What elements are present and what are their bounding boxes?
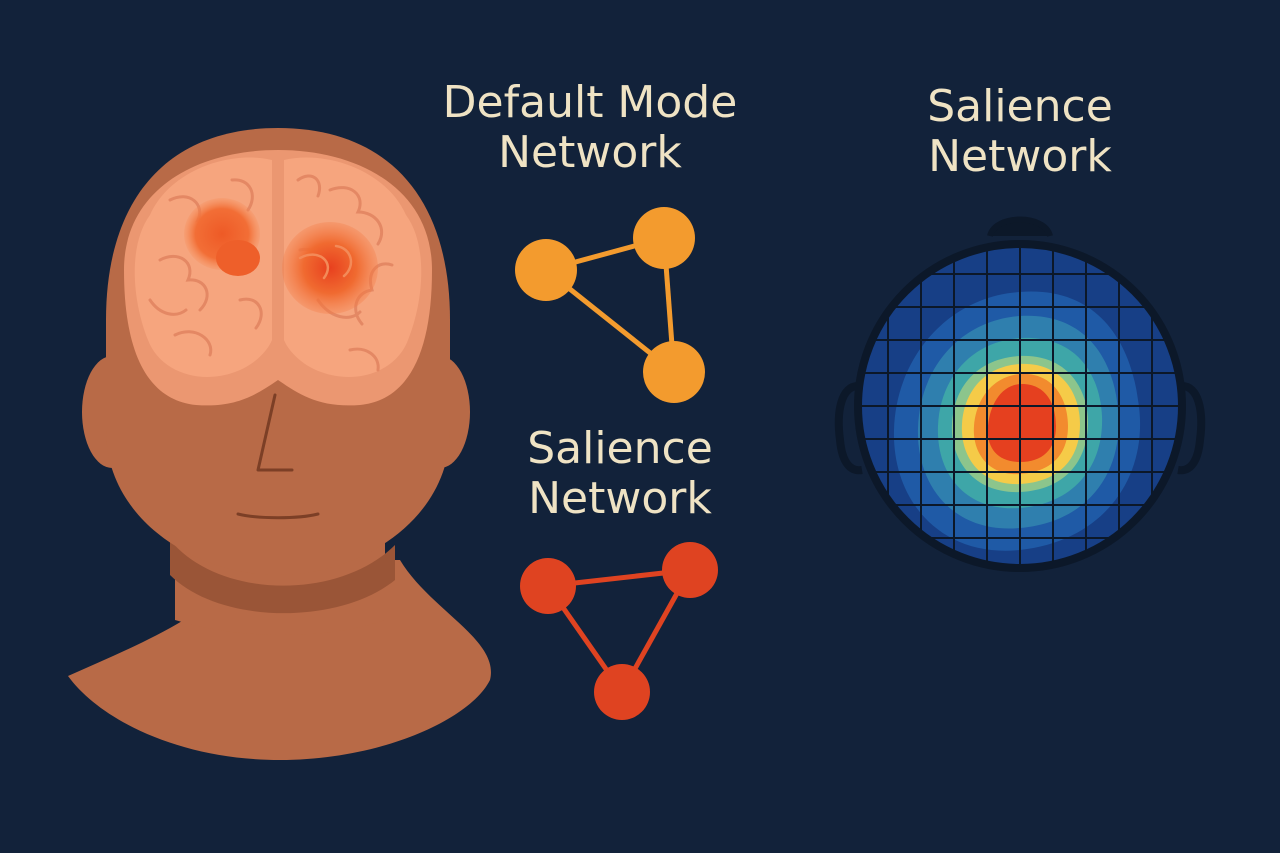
mouth — [236, 512, 320, 520]
salience-node-1 — [520, 558, 576, 614]
topomap-right-ear — [1177, 382, 1206, 475]
salience-network-graph — [520, 542, 718, 720]
default-mode-network-label-line2: Network — [498, 127, 682, 178]
default-mode-network-label-line1: Default Mode — [442, 77, 738, 128]
salience-node-2 — [662, 542, 718, 598]
dmn-node-1 — [515, 239, 577, 301]
neck-shadow — [170, 540, 395, 614]
topomap-left-ear — [834, 382, 863, 475]
topomap-heat — [860, 246, 1180, 566]
salience-network-label-right-line1: Salience — [927, 81, 1113, 132]
dmn-node-2 — [633, 207, 695, 269]
nose — [256, 393, 294, 472]
salience-node-3 — [594, 664, 650, 720]
salience-network-label-middle: Salience Network — [470, 424, 770, 524]
right-activation-spot — [282, 222, 378, 314]
topomap-nose — [987, 216, 1053, 238]
dmn-node-3 — [643, 341, 705, 403]
default-mode-network-graph — [515, 207, 705, 403]
topomap-grid — [860, 246, 1180, 566]
salience-network-label-right-line2: Network — [928, 131, 1112, 182]
shoulders — [68, 560, 491, 760]
salience-network-label-middle-line1: Salience — [527, 423, 713, 474]
default-mode-network-label: Default Mode Network — [410, 78, 770, 178]
salience-network-label-middle-line2: Network — [528, 473, 712, 524]
salience-network-label-right: Salience Network — [880, 82, 1160, 182]
topomap-scalp-outline — [854, 240, 1186, 572]
